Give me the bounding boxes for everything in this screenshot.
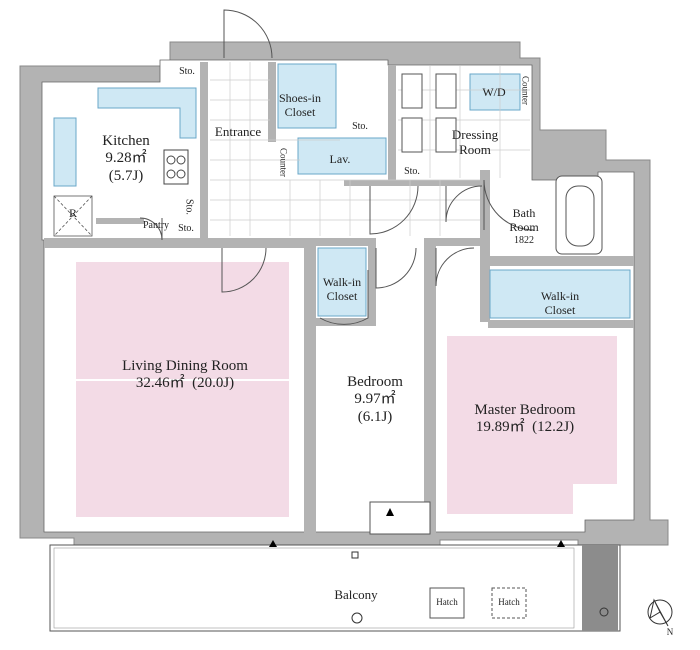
shoes-closet [277,63,337,129]
hatch-label-1: Hatch [436,597,458,607]
shoes-in-closet-label: Shoes-in Closet [279,91,321,119]
window-markers [269,508,565,547]
bedroom-label: Bedroom 9.97㎡ (6.1J) [347,374,403,425]
hatch-box-2 [491,587,527,619]
walk-in-closet-master-label: Walk-in Closet [540,289,580,317]
walk-in-closet-small-fill [317,247,367,317]
living-dining-fill [76,262,289,517]
doors [139,9,535,535]
kitchen-counter-top [97,87,197,139]
entrance-label: Entrance [214,124,262,139]
storage-label-1: Sto. [179,66,195,77]
kitchen-label: Kitchen 9.28㎡ (5.7J) [102,133,150,184]
balcony [49,544,621,632]
kitchen-counter-left [53,117,77,187]
lav-counter [297,137,387,175]
balcony-dark-panel [582,545,618,631]
dressing-room-label: Dressing Room [451,127,499,157]
master-bedroom-fill [447,336,617,514]
refrigerator-label: R [68,206,77,220]
wd-label: W/D [482,85,506,99]
walk-in-closet-master-fill [489,269,631,319]
counter-label-left: Counter [278,147,289,177]
storage-label-2: Sto. [352,121,368,132]
lav-label: Lav. [329,152,351,166]
refrigerator-box [53,195,93,237]
hatch-box-1 [429,587,465,619]
master-bedroom-label: Master Bedroom 19.89㎡ (12.2J) [474,402,576,436]
stove-icon [163,149,189,185]
room-fills [76,262,617,517]
compass-icon [647,598,673,627]
entrance-tiles [210,62,480,236]
balcony-label: Balcony [334,587,378,602]
partition-walls [44,62,634,533]
bathtub [555,175,603,255]
wd-box [469,73,521,111]
living-dining-label: Living Dining Room 32.46㎡ (20.0J) [122,358,248,392]
storage-label-5: Sto. [178,223,194,234]
fixtures [53,63,631,319]
hatch-label-2: Hatch [498,597,520,607]
walk-in-closet-small-label: Walk-in Closet [322,275,362,303]
dressing-cabinets [401,73,457,153]
bath-room-label: Bath Room 1822 [509,206,539,246]
counter-label-right: Counter [520,75,531,105]
pantry-label: Pantry [142,220,170,231]
storage-label-4: Sto. [183,199,195,215]
compass-label: N [666,627,674,637]
storage-label-3: Sto. [404,166,420,177]
